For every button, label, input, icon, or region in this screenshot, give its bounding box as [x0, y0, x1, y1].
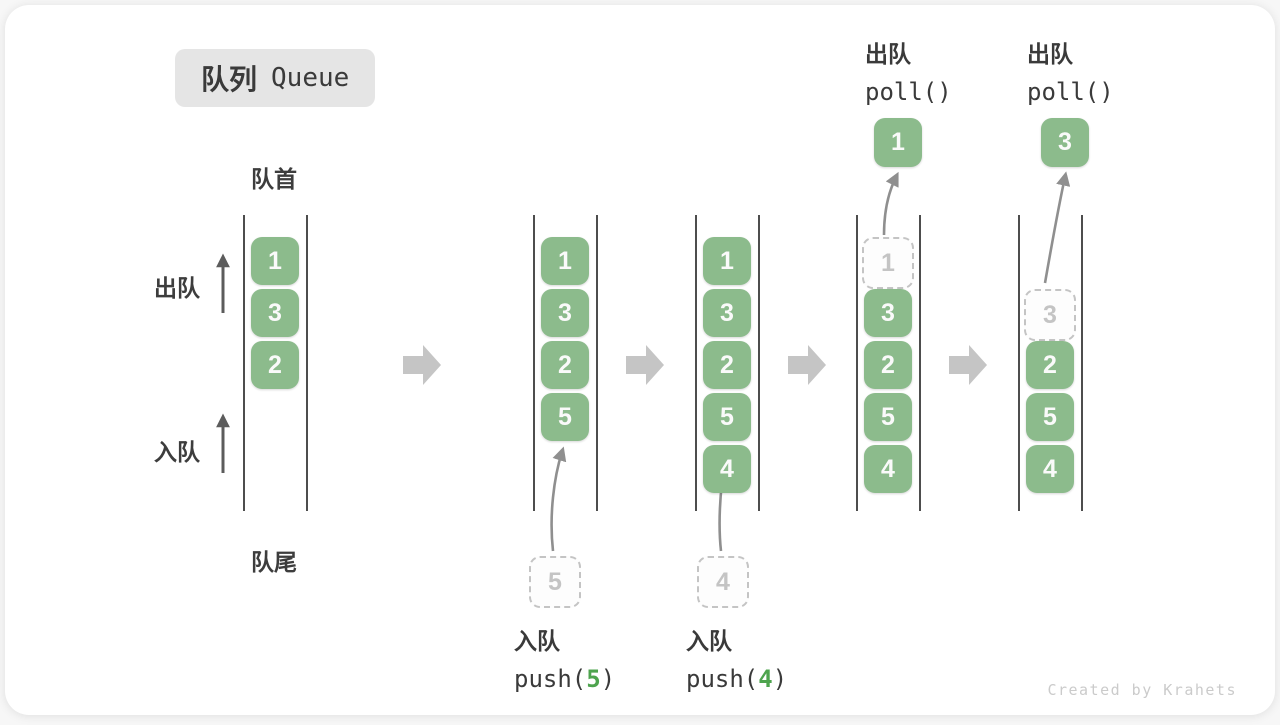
queue-item: 3: [703, 289, 751, 337]
queue-item: 3: [251, 289, 299, 337]
code-arg: 4: [758, 665, 773, 693]
queue-item: 5: [864, 393, 912, 441]
queue-front-label: 队首: [251, 166, 297, 192]
popped-item: 3: [1041, 118, 1089, 167]
queue-rear-label: 队尾: [251, 549, 297, 575]
poll-code-label: poll(): [1027, 78, 1114, 106]
step-arrow-icon: [949, 345, 987, 385]
enqueue-label: 入队: [154, 439, 200, 465]
queue-item: 5: [541, 393, 589, 441]
queue-item: 4: [864, 445, 912, 493]
queue-state-after-push-5: 1 3 2 5: [533, 215, 598, 511]
dequeue-label: 出队: [154, 275, 200, 301]
queue-item: 5: [1026, 393, 1074, 441]
title-en: Queue: [271, 63, 350, 93]
poll-code-label: poll(): [865, 78, 952, 106]
code-post: ): [600, 665, 616, 693]
code-arg: 5: [586, 665, 601, 693]
queue-state-after-poll-1: 1 3 2 5 4: [856, 215, 921, 511]
push-5-operation-label: 入队 push(5): [514, 622, 615, 693]
code-post: ): [772, 665, 788, 693]
queue-item: 2: [703, 341, 751, 389]
queue-item: 2: [251, 341, 299, 389]
push-4-operation-label: 入队 push(4): [686, 622, 787, 693]
queue-item: 4: [703, 445, 751, 493]
queue-item: 1: [251, 237, 299, 285]
queue-state-initial: 1 3 2: [243, 215, 308, 511]
step-arrow-icon: [403, 345, 441, 385]
code-pre: push(: [686, 665, 759, 693]
title-zh: 队列: [201, 64, 258, 95]
queue-item: 5: [703, 393, 751, 441]
title-badge: 队列 Queue: [175, 49, 376, 107]
poll-1-operation-label: 出队 poll(): [865, 35, 952, 106]
queue-item: 4: [1026, 445, 1074, 493]
queue-state-after-poll-3: 3 2 5 4: [1018, 215, 1083, 511]
queue-item: 2: [1026, 341, 1074, 389]
poll-3-operation-label: 出队 poll(): [1027, 35, 1114, 106]
enqueue-op-label: 入队: [686, 628, 732, 654]
pending-item: 4: [697, 556, 749, 608]
push-code-label: push(4): [686, 665, 787, 693]
dequeue-op-label: 出队: [865, 41, 911, 67]
code-pre: push(: [514, 665, 587, 693]
queue-item: 1: [703, 237, 751, 285]
watermark-credit: Created by Krahets: [1047, 681, 1237, 699]
queue-state-after-push-4: 1 3 2 5 4: [695, 215, 760, 511]
queue-item: 1: [541, 237, 589, 285]
push-code-label: push(5): [514, 665, 615, 693]
removed-queue-item: 3: [1024, 289, 1076, 341]
queue-item: 2: [864, 341, 912, 389]
arrows-overlay: [216, 171, 1071, 552]
pending-item: 5: [529, 556, 581, 608]
step-arrow-icon: [626, 345, 664, 385]
queue-item: 3: [541, 289, 589, 337]
queue-item: 2: [541, 341, 589, 389]
popped-item: 1: [874, 118, 922, 167]
queue-item: 3: [864, 289, 912, 337]
step-arrow-icon: [788, 345, 826, 385]
dequeue-op-label: 出队: [1027, 41, 1073, 67]
removed-queue-item: 1: [862, 237, 914, 289]
diagram-canvas: 队列 Queue 队首 队尾 出队 入队 1 3 2 1 3 2 5 5 入队 …: [5, 5, 1275, 715]
enqueue-op-label: 入队: [514, 628, 560, 654]
